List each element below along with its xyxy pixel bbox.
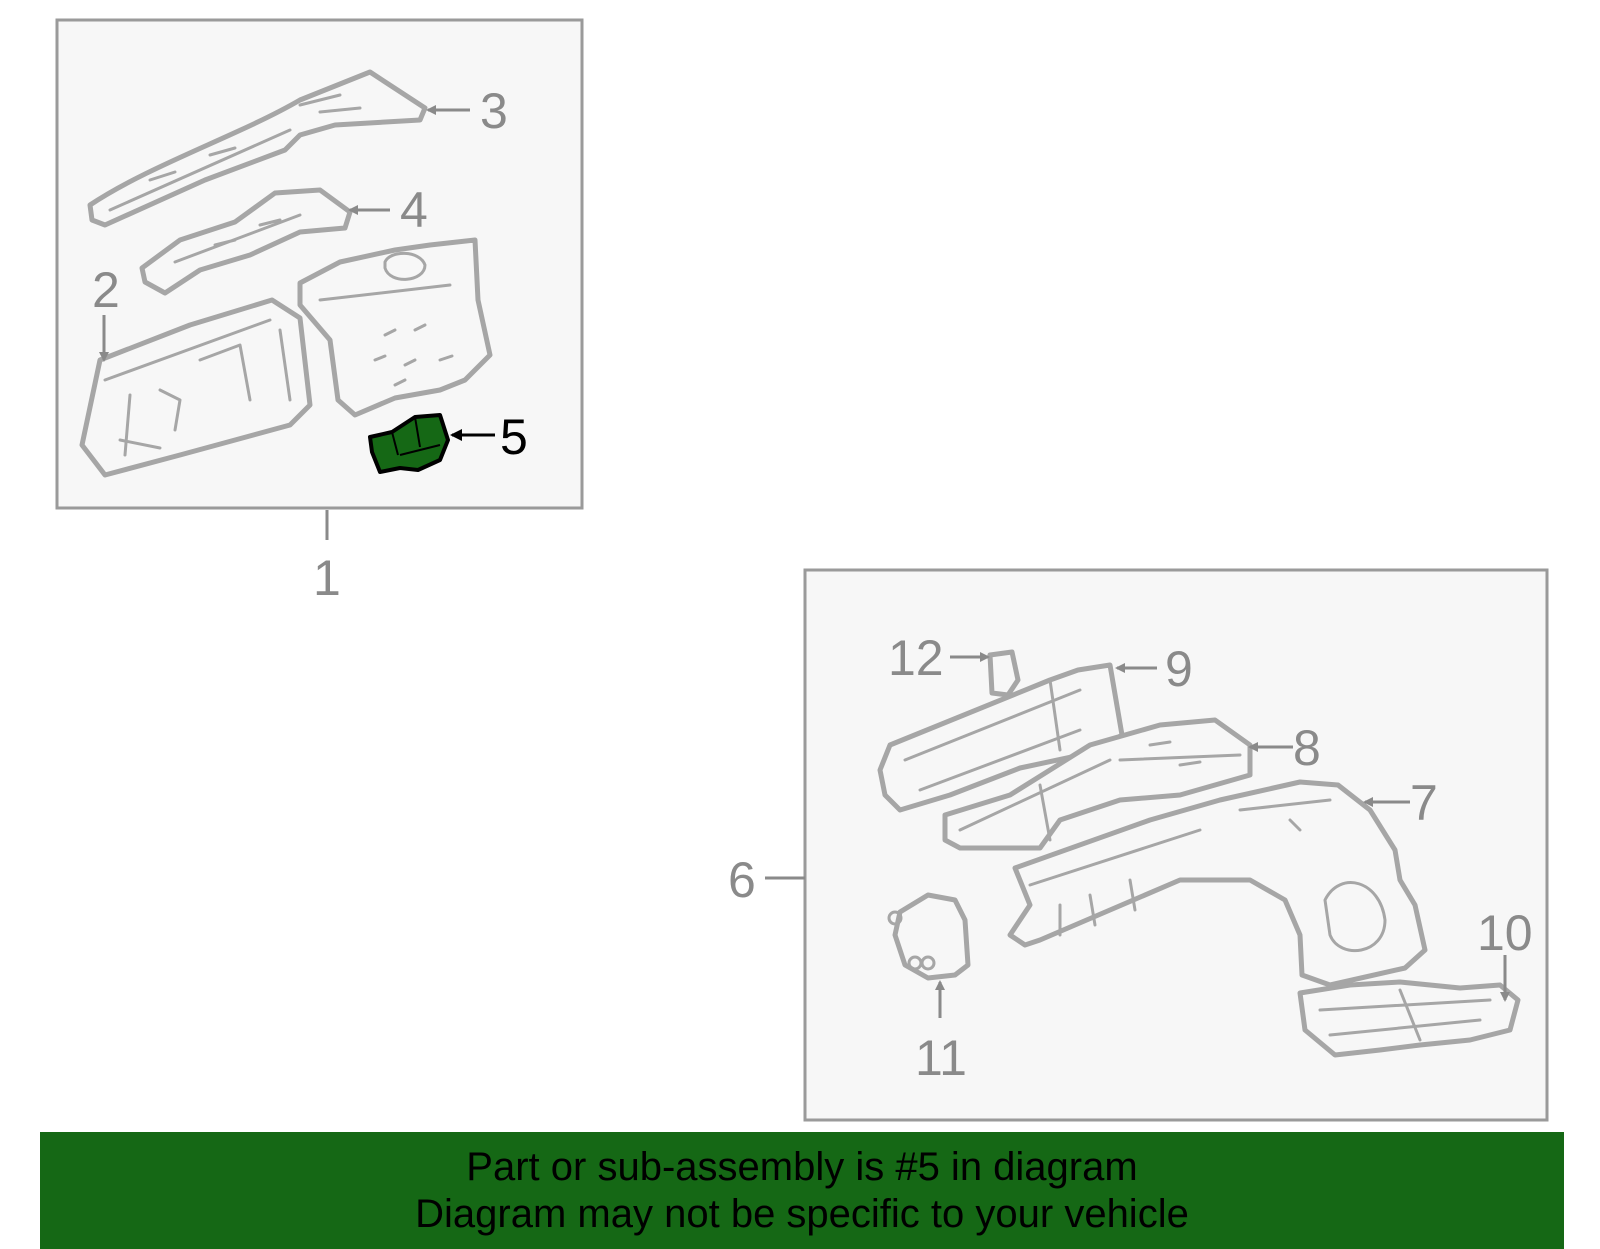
callout-5: 5: [500, 409, 528, 465]
callout-10: 10: [1477, 905, 1533, 961]
part-8-rail: [942, 717, 1253, 851]
part-2-apron: [79, 297, 313, 478]
callout-12: 12: [888, 630, 944, 686]
part-11-mount: [887, 892, 971, 981]
strut-tower: [297, 237, 493, 418]
callout-4: 4: [400, 182, 428, 238]
part-7-side-member: [1007, 779, 1428, 988]
callout-1: 1: [313, 550, 341, 606]
callout-11: 11: [915, 1030, 967, 1086]
part-5-highlighted: [368, 413, 450, 474]
banner-line-1: Part or sub-assembly is #5 in diagram: [466, 1145, 1138, 1189]
callout-6: 6: [728, 852, 756, 908]
callout-9: 9: [1165, 641, 1193, 697]
callout-7: 7: [1410, 775, 1438, 831]
info-banner: Part or sub-assembly is #5 in diagram Di…: [40, 1132, 1564, 1249]
part-12: [987, 649, 1021, 698]
callout-2: 2: [92, 262, 120, 318]
callout-8: 8: [1293, 720, 1321, 776]
part-3-upper-rail: [87, 69, 428, 228]
part-9-rail: [877, 662, 1125, 813]
callout-3: 3: [480, 83, 508, 139]
banner-line-2: Diagram may not be specific to your vehi…: [415, 1192, 1189, 1236]
part-10-extension: [1297, 979, 1521, 1058]
part-4-reinforcement: [139, 187, 353, 296]
